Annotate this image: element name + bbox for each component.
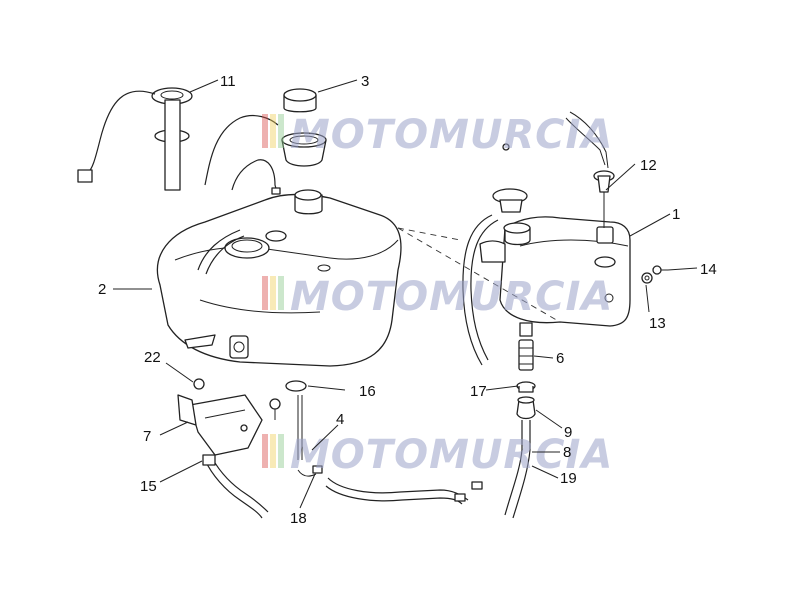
callout-16: 16 [359, 383, 376, 400]
leader-lines [113, 79, 698, 509]
callout-2: 2 [98, 281, 106, 298]
expansion-hose [462, 214, 493, 366]
valve-stack [504, 339, 536, 519]
callout-12: 12 [640, 157, 657, 174]
callout-19: 19 [560, 470, 577, 487]
svg-text:MOTOMURCIA: MOTOMURCIA [290, 274, 613, 320]
clamp-and-tube [285, 380, 323, 477]
fuel-level-sender [77, 87, 193, 191]
callout-11: 11 [220, 73, 236, 90]
fuel-tank [156, 189, 402, 367]
callout-14: 14 [700, 261, 717, 278]
drain-hose-left [204, 459, 263, 519]
screw-and-washer [641, 265, 668, 284]
callout-17: 17 [470, 383, 487, 400]
callout-9: 9 [564, 424, 572, 441]
callout-7: 7 [143, 428, 151, 445]
expansion-tank-cap [492, 143, 528, 213]
mounting-bracket [177, 378, 281, 456]
watermark-bottom: MOTOMURCIA [262, 432, 613, 478]
callout-4: 4 [336, 411, 344, 428]
callout-labels: 11 3 12 1 2 14 13 22 16 6 17 4 9 7 8 19 … [98, 73, 717, 527]
callout-13: 13 [649, 315, 666, 332]
svg-text:MOTOMURCIA: MOTOMURCIA [290, 112, 613, 158]
expansion-tank [479, 216, 631, 337]
callout-6: 6 [556, 350, 564, 367]
callout-1: 1 [672, 206, 680, 223]
callout-22: 22 [144, 349, 161, 366]
callout-15: 15 [140, 478, 157, 495]
watermark-top: MOTOMURCIA [262, 112, 613, 158]
callout-18: 18 [290, 510, 307, 527]
callout-8: 8 [563, 444, 571, 461]
expansion-tank-sender [565, 111, 615, 228]
svg-text:MOTOMURCIA: MOTOMURCIA [290, 432, 613, 478]
filler-cap [281, 88, 327, 167]
vent-hose-small [231, 159, 278, 193]
vent-hose-upper [204, 114, 279, 186]
alignment-line [397, 227, 561, 323]
watermark-middle: MOTOMURCIA [262, 274, 613, 320]
callout-3: 3 [361, 73, 369, 90]
